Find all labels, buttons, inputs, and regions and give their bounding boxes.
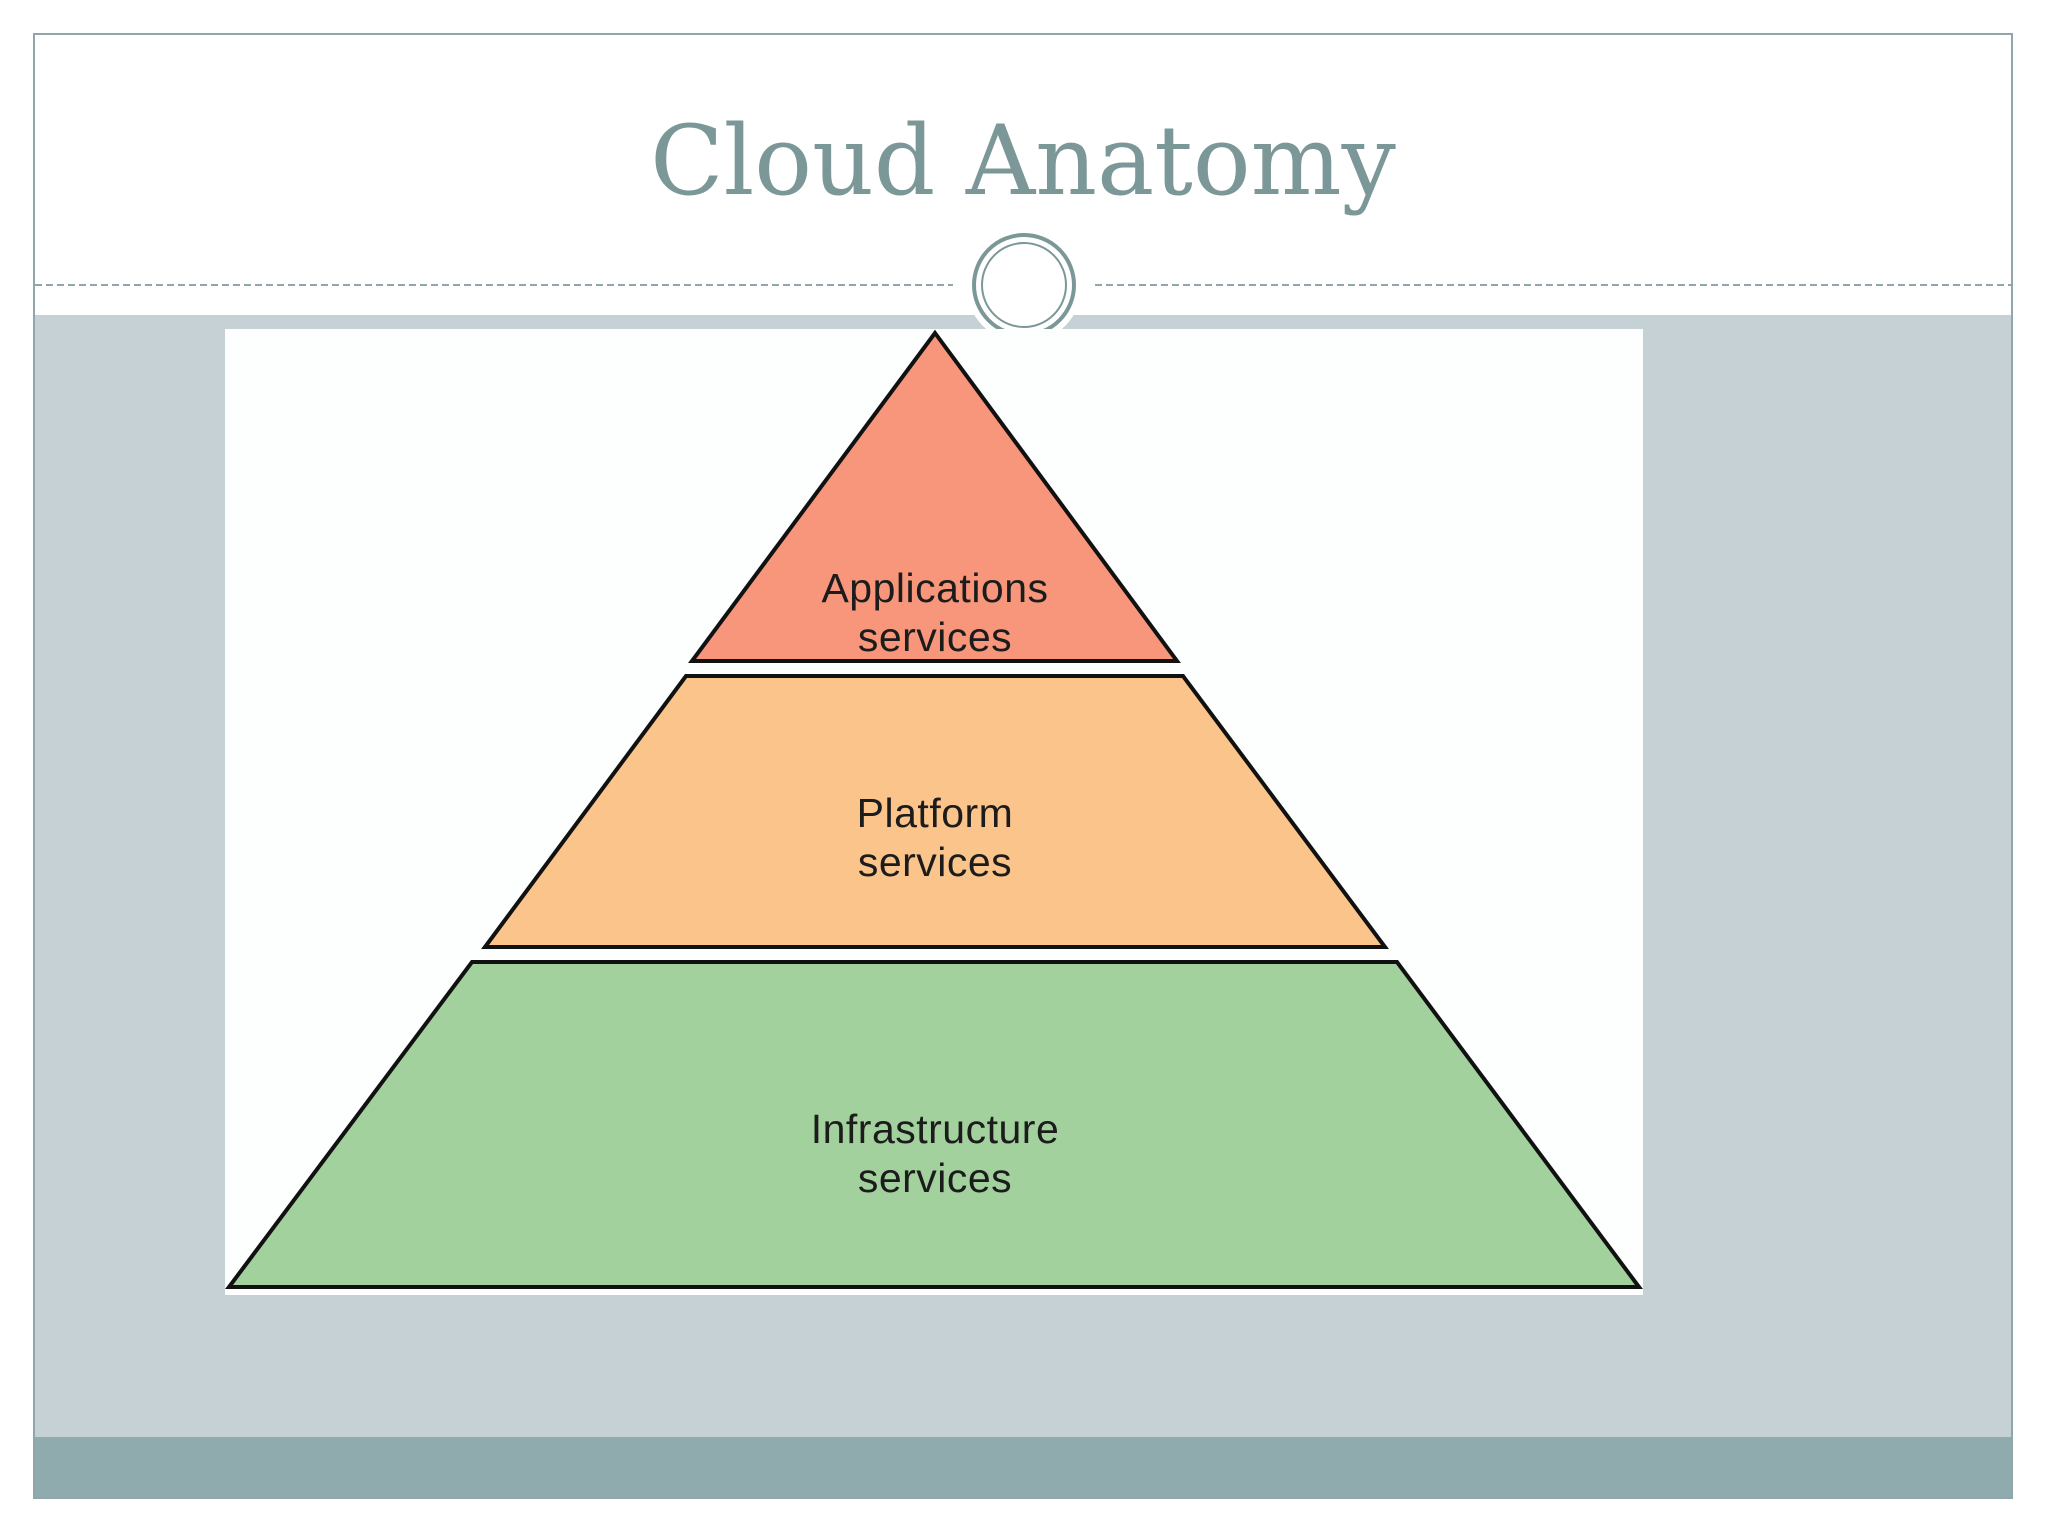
applications-label-line1: Applications (821, 565, 1049, 611)
platform-label-line2: services (857, 839, 1013, 885)
pyramid-layer-platform (481, 674, 1389, 949)
infrastructure-label-line1: Infrastructure (810, 1106, 1060, 1152)
footer-band (35, 1437, 2011, 1497)
title-separator (35, 227, 2011, 343)
pyramid-layer-infrastructure (225, 960, 1643, 1289)
pyramid-layer-applications (688, 329, 1181, 663)
platform-label-line1: Platform (856, 790, 1014, 836)
applications-services-label: Applications services (785, 564, 1085, 662)
pyramid-diagram (225, 329, 1643, 1289)
separator-ring-inner (981, 242, 1067, 328)
slide-title: Cloud Anatomy (650, 105, 1396, 217)
infrastructure-services-label: Infrastructure services (765, 1105, 1105, 1203)
platform-services-label: Platform services (785, 789, 1085, 887)
infrastructure-label-line2: services (857, 1155, 1013, 1201)
slide: Cloud Anatomy Applications services Plat… (33, 33, 2013, 1499)
applications-label-line2: services (857, 614, 1013, 660)
diagram-panel: Applications services Platform services … (225, 329, 1643, 1295)
